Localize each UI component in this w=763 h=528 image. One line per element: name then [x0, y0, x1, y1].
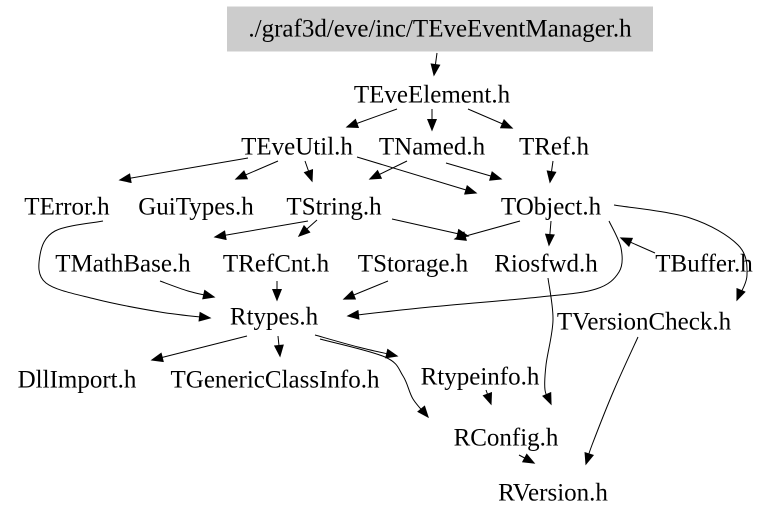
- node-eveelement[interactable]: TEveElement.h: [354, 82, 511, 109]
- node-label-riosfwd[interactable]: Riosfwd.h: [494, 251, 598, 278]
- node-label-eveutil[interactable]: TEveUtil.h: [241, 134, 353, 161]
- node-tstring[interactable]: TString.h: [286, 194, 382, 221]
- node-guitypes[interactable]: GuiTypes.h: [138, 194, 254, 221]
- edge-evemgr-to-eveelement: [430, 52, 441, 77]
- node-label-tgenericclassinfo[interactable]: TGenericClassInfo.h: [171, 367, 380, 394]
- node-label-eveelement[interactable]: TEveElement.h: [354, 82, 511, 109]
- node-label-tmathbase[interactable]: TMathBase.h: [55, 251, 191, 278]
- edge-tmathbase-to-rtypes: [159, 280, 216, 300]
- node-rtypeinfo[interactable]: Rtypeinfo.h: [421, 364, 540, 391]
- edge-tversioncheck-to-rversion: [584, 336, 639, 466]
- edge-tstorage-to-rtypes: [342, 280, 389, 300]
- root-node-box: [227, 6, 653, 52]
- edge-eveelement-to-tref: [467, 108, 514, 129]
- edge-rtypes-to-rconfig: [319, 338, 429, 419]
- node-label-trefcnt[interactable]: TRefCnt.h: [223, 251, 330, 278]
- edge-terror-to-rtypes: [38, 220, 212, 322]
- node-label-rtypes[interactable]: Rtypes.h: [230, 304, 319, 331]
- node-label-guitypes[interactable]: GuiTypes.h: [138, 194, 254, 221]
- edge-tobject-to-riosfwd: [544, 220, 555, 247]
- node-label-rversion[interactable]: RVersion.h: [498, 480, 608, 507]
- edge-tstring-to-trefcnt: [297, 219, 318, 237]
- node-tbuffer[interactable]: TBuffer.h: [655, 251, 753, 278]
- edge-tstring-to-tstorage: [391, 218, 470, 239]
- edge-rtypeinfo-to-rconfig: [482, 389, 493, 406]
- node-label-tversioncheck[interactable]: TVersionCheck.h: [557, 309, 732, 336]
- edge-tobject-to-rtypes: [346, 220, 623, 320]
- node-label-rtypeinfo[interactable]: Rtypeinfo.h: [421, 364, 540, 391]
- node-label-tref[interactable]: TRef.h: [519, 134, 590, 161]
- edge-riosfwd-to-rconfig: [542, 277, 554, 406]
- node-rversion[interactable]: RVersion.h: [498, 480, 608, 507]
- node-tversioncheck[interactable]: TVersionCheck.h: [557, 309, 732, 336]
- node-label-evemgr: ./graf3d/eve/inc/TEveEventManager.h: [248, 16, 632, 43]
- edge-tobject-to-tstorage: [453, 220, 521, 241]
- node-label-tobject[interactable]: TObject.h: [501, 194, 602, 221]
- node-tmathbase[interactable]: TMathBase.h: [55, 251, 191, 278]
- node-riosfwd[interactable]: Riosfwd.h: [494, 251, 598, 278]
- edge-rtypes-to-rtypeinfo: [314, 334, 399, 359]
- node-tref[interactable]: TRef.h: [519, 134, 590, 161]
- edge-eveutil-to-guitypes: [234, 160, 279, 180]
- edge-eveelement-to-eveutil: [345, 108, 398, 128]
- node-label-terror[interactable]: TError.h: [24, 194, 110, 221]
- edge-rtypes-to-dllimport: [150, 335, 248, 363]
- edge-eveutil-to-tobject: [356, 156, 478, 195]
- node-tstorage[interactable]: TStorage.h: [358, 251, 469, 278]
- edge-tref-to-tobject: [546, 160, 557, 184]
- node-eveutil[interactable]: TEveUtil.h: [241, 134, 353, 161]
- node-label-dllimport[interactable]: DllImport.h: [18, 367, 137, 394]
- node-label-tstorage[interactable]: TStorage.h: [358, 251, 469, 278]
- node-tobject[interactable]: TObject.h: [501, 194, 602, 221]
- edge-eveutil-to-tstring: [303, 160, 314, 183]
- node-evemgr: ./graf3d/eve/inc/TEveEventManager.h: [227, 6, 653, 52]
- node-label-rconfig[interactable]: RConfig.h: [454, 425, 559, 452]
- node-trefcnt[interactable]: TRefCnt.h: [223, 251, 330, 278]
- edge-rconfig-to-rversion: [518, 453, 536, 464]
- node-label-tstring[interactable]: TString.h: [286, 194, 382, 221]
- node-terror[interactable]: TError.h: [24, 194, 110, 221]
- node-tnamed[interactable]: TNamed.h: [379, 134, 486, 161]
- edge-tnamed-to-tobject: [445, 162, 503, 181]
- nodes-layer: ./graf3d/eve/inc/TEveEventManager.hTEveE…: [18, 6, 753, 507]
- node-label-tnamed[interactable]: TNamed.h: [379, 134, 486, 161]
- node-dllimport[interactable]: DllImport.h: [18, 367, 137, 394]
- edge-tnamed-to-tstring: [368, 160, 408, 180]
- node-rconfig[interactable]: RConfig.h: [454, 425, 559, 452]
- edge-eveutil-to-terror: [118, 157, 249, 184]
- node-label-tbuffer[interactable]: TBuffer.h: [655, 251, 753, 278]
- edge-tobject-to-tversioncheck: [613, 204, 748, 302]
- edge-tbuffer-to-tobject: [619, 237, 656, 254]
- edges-layer: [38, 52, 748, 466]
- node-rtypes[interactable]: Rtypes.h: [230, 304, 319, 331]
- node-tgenericclassinfo[interactable]: TGenericClassInfo.h: [171, 367, 380, 394]
- edge-tstring-to-tmathbase: [213, 220, 309, 241]
- edge-rtypes-to-tgenericclassinfo: [273, 335, 284, 358]
